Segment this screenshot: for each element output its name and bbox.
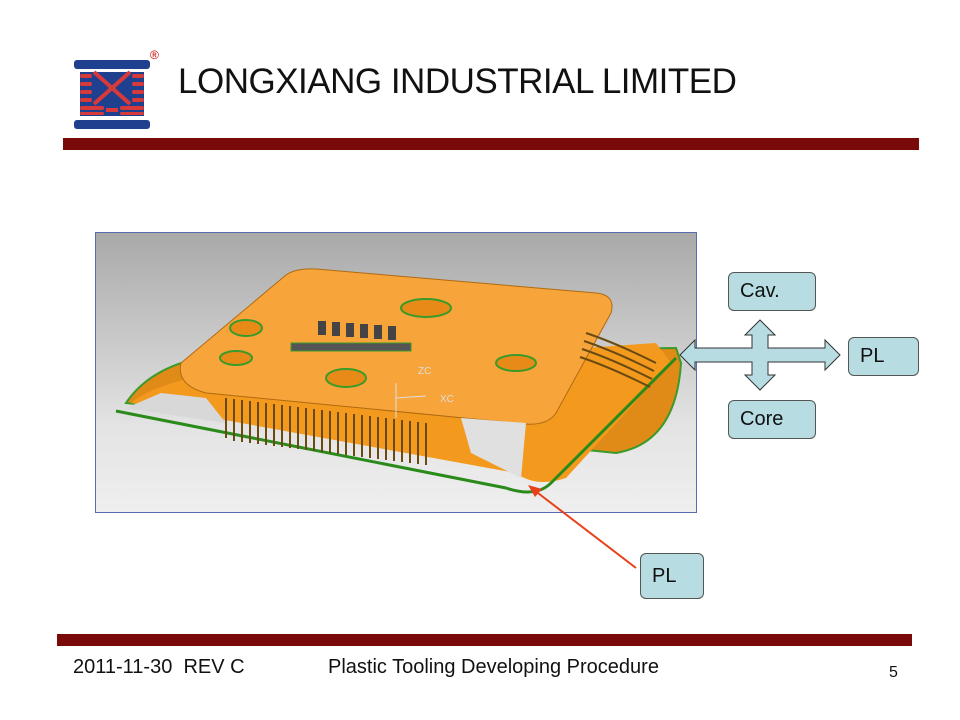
footer-date-revision: 2011-11-30 REV C xyxy=(73,656,245,678)
page-number: 5 xyxy=(889,664,898,681)
company-title: LONGXIANG INDUSTRIAL LIMITED xyxy=(178,62,737,101)
cavity-label-box: Cav. xyxy=(728,272,816,311)
xc-axis-label: XC xyxy=(440,394,454,405)
core-label-box: Core xyxy=(728,400,816,439)
footer-document-title: Plastic Tooling Developing Procedure xyxy=(328,656,659,678)
header-divider xyxy=(63,138,919,150)
cad-model-image: ZC XC xyxy=(95,232,697,513)
company-logo xyxy=(74,60,150,129)
zc-axis-label: ZC xyxy=(418,366,431,377)
direction-cross-arrow xyxy=(679,319,841,391)
parting-line-callout: PL xyxy=(640,553,704,599)
parting-line-label-box: PL xyxy=(848,337,919,376)
footer-divider xyxy=(57,634,912,646)
pointer-arrow xyxy=(528,485,637,569)
registered-mark: ® xyxy=(150,48,159,62)
molded-part-render: ZC XC xyxy=(115,268,683,494)
